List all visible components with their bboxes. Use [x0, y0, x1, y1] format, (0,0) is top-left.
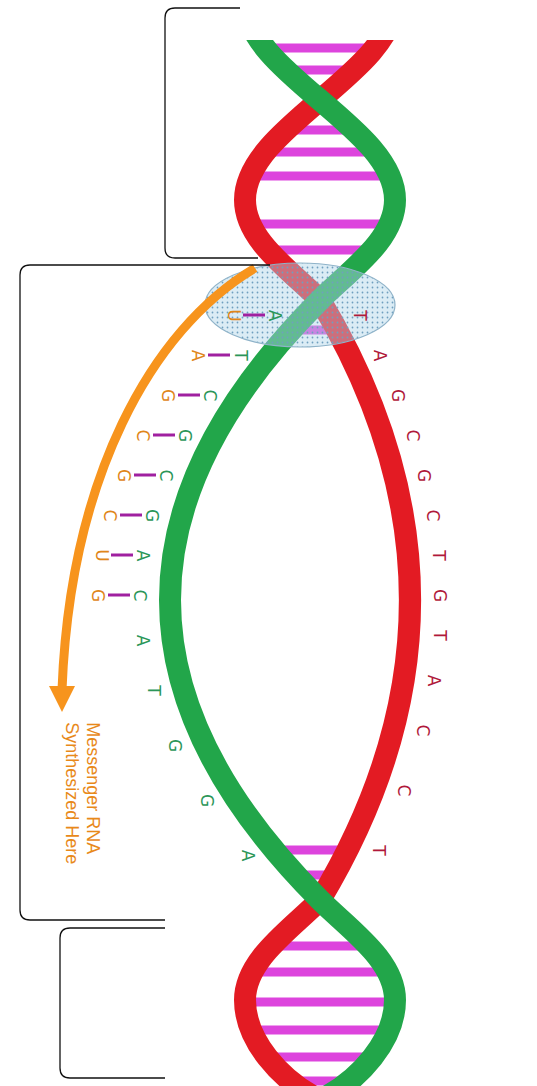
bracket [165, 8, 258, 258]
coding-base: T [350, 310, 367, 320]
template-base: C [202, 389, 219, 401]
coding-base: C [425, 509, 442, 521]
template-base: A [134, 634, 151, 646]
base-pair-bars [245, 48, 395, 1081]
template-base: C [158, 469, 175, 481]
pair-tie [120, 514, 142, 517]
coding-base: A [425, 674, 442, 686]
coding-base: G [390, 388, 407, 401]
coding-base: C [415, 724, 432, 736]
coding-base: T [429, 550, 446, 560]
rna-polymerase-region [205, 263, 395, 347]
double-helix [170, 40, 410, 1086]
template-base: A [266, 309, 283, 321]
pair-tie [243, 314, 265, 317]
base-pair-bar [251, 1026, 389, 1035]
coding-base: C [396, 784, 413, 796]
pair-tie [208, 354, 230, 357]
annotation-text: Messenger RNA Synthesized Here [61, 723, 102, 898]
base-pair-bar [248, 220, 392, 229]
mrna-base: U [92, 549, 109, 561]
mrna-base: G [160, 388, 177, 401]
template-base: A [239, 849, 256, 861]
template-base: G [199, 793, 216, 806]
base-pair-bar [253, 968, 387, 977]
mrna-arrowhead [49, 686, 75, 712]
template-base: G [177, 428, 194, 441]
pair-tie [153, 434, 175, 437]
bracket [60, 928, 165, 1078]
base-pair-bar [247, 172, 393, 181]
mrna-base: G [90, 588, 107, 601]
pair-tie [108, 594, 130, 597]
base-pair-bar [245, 998, 395, 1007]
template-base: C [132, 589, 149, 601]
coding-base: G [432, 588, 449, 601]
bracket [20, 265, 270, 920]
mrna-arrow [62, 268, 255, 690]
template-base: G [167, 738, 184, 751]
coding-base: T [369, 845, 386, 855]
coding-base: T [430, 630, 447, 640]
template-strand [170, 40, 395, 1086]
coding-base: C [405, 429, 422, 441]
mrna-base: C [102, 509, 119, 521]
rna-dna-pair-ties [108, 315, 265, 595]
template-base: G [144, 508, 161, 521]
coding-base: A [371, 349, 388, 361]
template-base: T [231, 350, 248, 360]
pair-tie [134, 474, 156, 477]
coding-base: G [416, 468, 433, 481]
pair-tie [178, 394, 200, 397]
mrna-base: A [189, 349, 206, 361]
template-base: A [134, 549, 151, 561]
mrna-base: C [135, 429, 152, 441]
brackets [20, 8, 270, 1078]
mrna-base: G [116, 468, 133, 481]
template-base: T [144, 685, 161, 695]
mrna-base: U [224, 309, 241, 321]
pair-tie [111, 554, 133, 557]
